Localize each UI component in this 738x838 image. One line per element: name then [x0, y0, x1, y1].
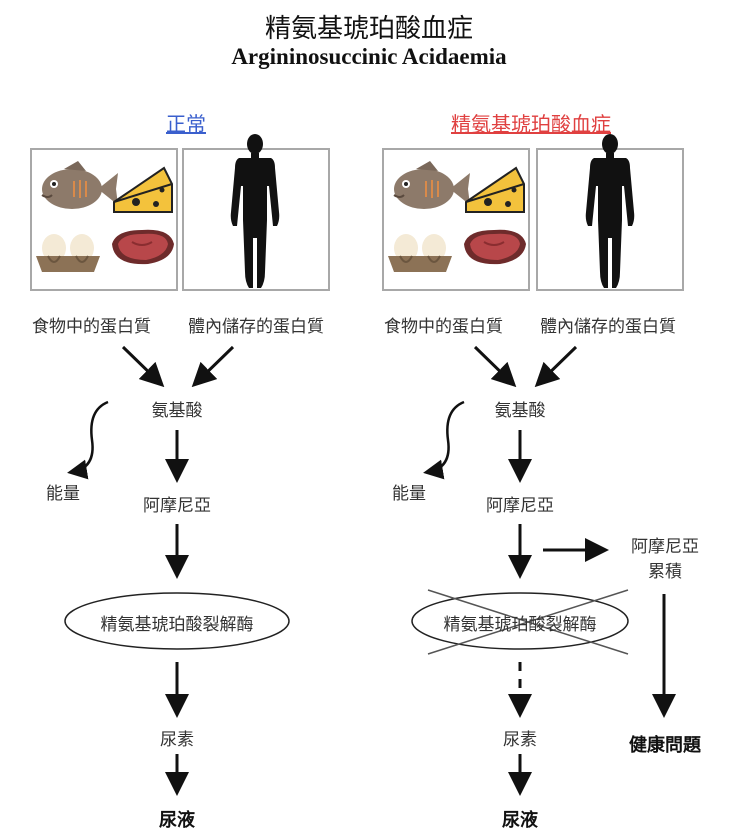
arrow-food-to-amino	[121, 345, 165, 388]
ammonia-accumulation-label-line2: 累積	[648, 562, 682, 582]
steak-icon	[111, 228, 175, 266]
page-subtitle: Argininosuccinic Acidaemia	[231, 44, 507, 69]
disease-column-heading: 精氨基琥珀酸血症	[451, 112, 611, 136]
fish-icon	[393, 160, 471, 210]
cheese-icon	[465, 167, 525, 213]
food-protein-label: 食物中的蛋白質	[384, 317, 503, 337]
fish-icon	[41, 160, 119, 210]
cheese-icon	[113, 167, 173, 213]
ammonia-label: 阿摩尼亞	[143, 496, 211, 516]
amino-acids-label: 氨基酸	[151, 401, 203, 421]
energy-label: 能量	[46, 484, 80, 504]
food-protein-label: 食物中的蛋白質	[32, 317, 151, 337]
urine-label: 尿液	[502, 810, 538, 831]
arrow-food-to-amino	[473, 345, 517, 388]
health-problems-label: 健康問題	[629, 735, 701, 756]
steak-icon	[463, 228, 527, 266]
ammonia-accumulation-label-line1: 阿摩尼亞	[631, 537, 699, 557]
body-protein-label: 體內儲存的蛋白質	[540, 317, 676, 337]
enzyme-label: 精氨基琥珀酸裂解酶	[100, 615, 254, 635]
body-protein-label: 體內儲存的蛋白質	[188, 317, 324, 337]
enzyme-ellipse	[64, 592, 290, 650]
human-silhouette-icon	[230, 134, 280, 288]
urea-label: 尿素	[160, 730, 194, 750]
normal-column-heading: 正常	[166, 112, 206, 136]
amino-acids-label: 氨基酸	[494, 401, 546, 421]
enzyme-cross-line	[427, 589, 629, 655]
ammonia-label: 阿摩尼亞	[486, 496, 554, 516]
arrow-amino-to-energy	[67, 400, 109, 480]
urea-label: 尿素	[503, 730, 537, 750]
arrow-body-to-amino	[191, 345, 235, 388]
energy-label: 能量	[392, 484, 426, 504]
urine-label: 尿液	[159, 810, 195, 831]
page-title: 精氨基琥珀酸血症	[264, 14, 473, 44]
eggs-icon	[387, 233, 453, 273]
arrow-amino-to-energy	[423, 400, 465, 480]
arrow-body-to-amino	[534, 345, 578, 388]
enzyme-ellipse	[411, 592, 629, 650]
enzyme-label-crossed: 精氨基琥珀酸裂解酶	[443, 615, 597, 635]
eggs-icon	[35, 233, 101, 273]
human-silhouette-icon	[585, 134, 635, 288]
